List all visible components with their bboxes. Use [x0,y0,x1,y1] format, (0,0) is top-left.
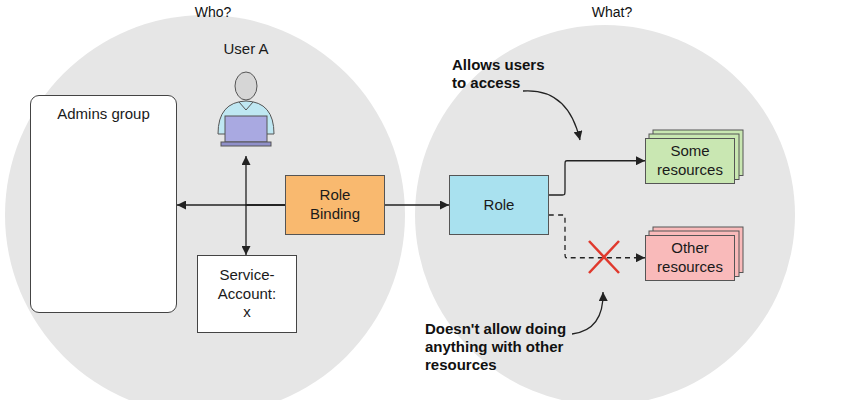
label-box: Doesn't allow doing anything with other … [425,320,575,374]
node-text: Role Binding [294,186,376,224]
node-text: Role [484,196,515,215]
what-region [415,25,795,400]
connector-arrow [246,156,285,205]
node-text: Service-Account: x [214,266,280,322]
person-collar [239,102,253,110]
label-box: Allows users to access [452,56,552,92]
person-icon [218,72,274,146]
person-head [235,72,257,100]
connector-arrow [549,161,645,195]
node-text: User A [223,40,268,59]
label-box: What? [562,4,662,21]
user-node: User A [213,40,279,156]
resource-box: Other resources [645,235,735,281]
region-title: What? [592,4,632,20]
binding-box: Role Binding [285,175,385,235]
callout-note: Allows users to access [452,56,545,91]
leader-line [523,91,580,140]
leader-line [572,292,603,334]
region-title: Who? [195,4,232,20]
node-text: Admins group [57,105,150,124]
callout-note: Doesn't allow doing anything with other … [425,320,566,373]
laptop-base [221,142,271,146]
connector-arrow [246,205,285,255]
label-box: Who? [163,4,263,21]
laptop-screen [225,116,267,142]
connector-arrow [385,204,449,205]
group-box: Admins group [30,95,177,313]
role-box: Role [449,175,549,235]
who-region [5,15,405,400]
resource-box: Some resources [645,138,735,184]
deny-cross [589,241,619,273]
node-text: Some resources [652,142,728,180]
deny-cross [589,241,619,273]
account-box: Service-Account: x [197,255,297,333]
node-text: Other resources [652,239,728,277]
